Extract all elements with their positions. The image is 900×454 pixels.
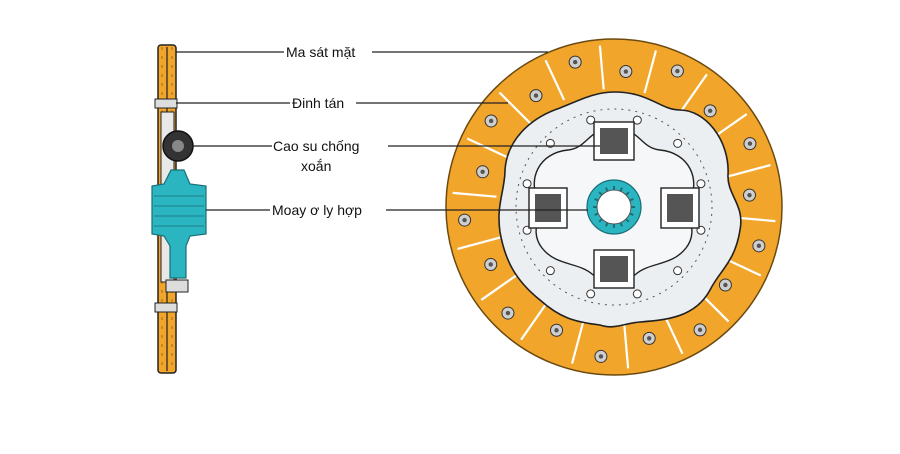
lining-grooves — [452, 45, 776, 369]
side-view — [151, 44, 207, 374]
plate-hole — [673, 266, 683, 276]
hub-spline — [605, 187, 609, 192]
lining-rivet-center — [480, 169, 485, 175]
lining-groove — [623, 324, 630, 369]
side-hub — [151, 169, 207, 279]
hub-spline — [629, 212, 634, 216]
lining-rivet-center — [554, 328, 559, 333]
hub-spline — [605, 222, 609, 227]
lining-groove — [452, 191, 497, 198]
lining-groove — [457, 236, 501, 250]
hub-spline — [619, 187, 623, 192]
lining-groove — [643, 50, 657, 94]
lining-rivet-center — [488, 118, 494, 124]
hub-spline — [619, 222, 623, 227]
hub-spline — [629, 198, 634, 202]
hub-spline — [594, 212, 599, 216]
lining-rivet-center — [675, 68, 680, 74]
side-rivet — [154, 302, 178, 313]
hub-spline — [598, 218, 603, 223]
hub-spline — [598, 191, 603, 196]
lining-rivet-center — [747, 141, 753, 146]
label-damper-line2: xoắn — [301, 158, 331, 174]
hub-spline — [594, 198, 599, 202]
leader-lines — [176, 51, 600, 211]
plate-hole — [696, 179, 706, 189]
lining-rivet-center — [697, 327, 703, 333]
lining-rivets — [458, 55, 766, 363]
label-clutch-hub: Moay ơ ly hợp — [272, 202, 362, 218]
plate-hole — [586, 115, 596, 125]
lining-groove — [498, 91, 532, 125]
lining-rivet-center — [533, 93, 539, 98]
lining-rivet-center — [707, 108, 713, 114]
hub-spline — [625, 191, 630, 196]
plate-hole — [545, 138, 555, 148]
hub-bore — [596, 189, 632, 225]
hub-spline — [625, 218, 630, 223]
plate-hole — [522, 179, 532, 189]
label-friction-facing: Ma sát mặt — [286, 44, 355, 60]
lining-groove — [544, 59, 566, 101]
side-rivet — [154, 98, 178, 109]
hub-splines — [593, 186, 635, 228]
label-rivet: Đinh tán — [292, 95, 344, 111]
lining-groove — [480, 273, 518, 301]
lining-groove — [520, 303, 548, 341]
lining-rivet-center — [756, 243, 762, 249]
plate-hole — [632, 115, 642, 125]
plate-hole — [545, 266, 555, 276]
lining-groove — [466, 137, 508, 159]
lining-rivet-center — [572, 59, 578, 65]
plate-holes — [522, 115, 706, 299]
lining-rivet-center — [488, 262, 493, 267]
lining-rivet-center — [747, 192, 752, 198]
plate-hole — [586, 289, 596, 299]
lining-rivet-center — [462, 217, 467, 223]
lining-rivet-center — [598, 354, 604, 359]
front-view — [445, 38, 783, 376]
plate-hole — [632, 289, 642, 299]
damper-windows — [528, 121, 700, 289]
lining-rivet-center — [623, 69, 629, 74]
lining-groove — [598, 45, 605, 90]
lining-rivet-center — [723, 282, 728, 288]
lining-rivet-center — [646, 336, 652, 341]
lining-groove — [571, 320, 585, 364]
label-damper-line1: Cao su chống — [273, 138, 359, 154]
lining-groove — [727, 164, 771, 178]
lining-groove — [680, 73, 708, 111]
plate-hole — [673, 138, 683, 148]
lining-groove — [662, 313, 684, 355]
lining-rivet-center — [505, 310, 511, 316]
